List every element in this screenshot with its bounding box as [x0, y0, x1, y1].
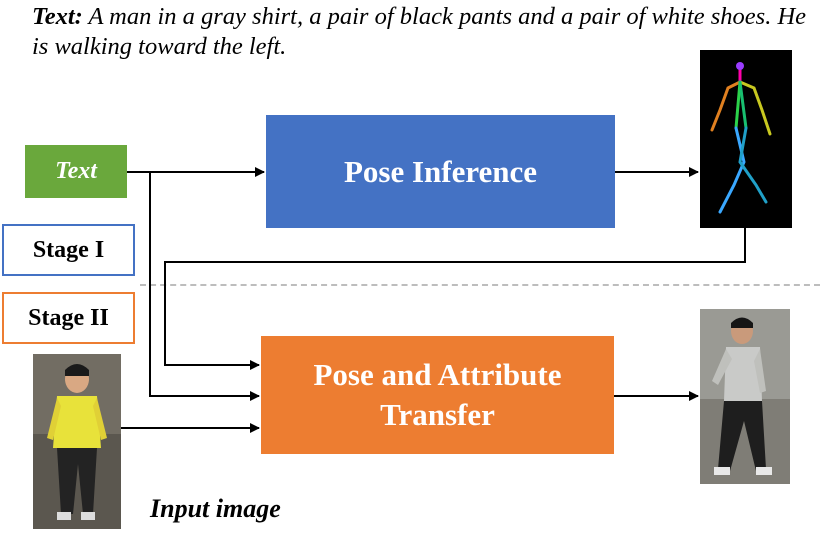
caption-label: Text:: [32, 3, 83, 30]
stage-2-label: Stage II: [2, 292, 135, 344]
arrow-text-to-transfer: [149, 172, 260, 401]
caption-body: A man in a gray shirt, a pair of black p…: [32, 3, 807, 60]
input-image-label: Input image: [150, 494, 281, 523]
output-person-image: [700, 309, 790, 484]
arrow-skeleton-to-transfer: [164, 228, 746, 370]
stage-1-label: Stage I: [2, 224, 135, 276]
pose-attribute-transfer-box: Pose and Attribute Transfer: [261, 336, 614, 454]
pose-inference-box: Pose Inference: [266, 115, 615, 228]
caption: Text: A man in a gray shirt, a pair of b…: [32, 2, 812, 62]
pose-skeleton-image: [700, 50, 792, 228]
stage-divider: [140, 284, 820, 286]
text-box: Text: [25, 145, 127, 198]
input-person-image: [33, 354, 121, 529]
